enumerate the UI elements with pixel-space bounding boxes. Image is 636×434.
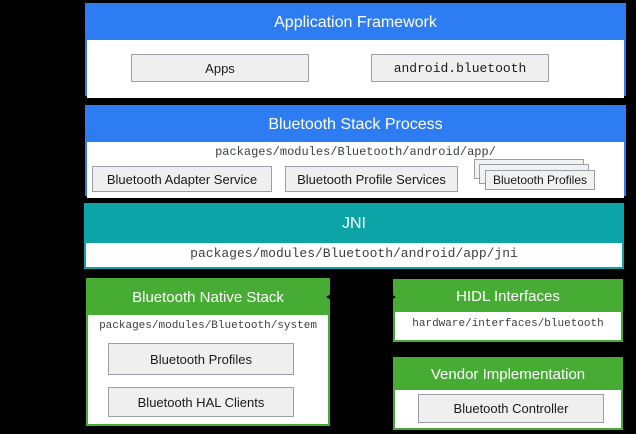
bluetooth-profiles-box: Bluetooth Profiles: [485, 170, 595, 190]
section-bluetooth-native-stack: Bluetooth Native Stack packages/modules/…: [86, 278, 330, 426]
arrow-right-head-icon: [387, 292, 396, 302]
application-framework-title: Application Framework: [274, 13, 437, 31]
hidl-interfaces-body: hardware/interfaces/bluetooth: [395, 312, 621, 340]
jni-path: packages/modules/Bluetooth/android/app/j…: [190, 246, 518, 261]
application-framework-header: Application Framework: [87, 5, 624, 40]
jni-title: JNI: [342, 215, 366, 232]
hidl-interfaces-title: HIDL Interfaces: [456, 288, 560, 305]
arrow-line: [330, 296, 392, 298]
application-framework-body: Apps android.bluetooth: [87, 40, 624, 98]
bluetooth-profiles-stack: Bluetooth Profiles: [474, 159, 606, 195]
bluetooth-stack-process-title: Bluetooth Stack Process: [268, 115, 443, 133]
section-bluetooth-stack-process: Bluetooth Stack Process packages/modules…: [85, 105, 626, 198]
android-bluetooth-box: android.bluetooth: [371, 54, 549, 82]
jni-body: packages/modules/Bluetooth/android/app/j…: [86, 243, 622, 267]
native-stack-path: packages/modules/Bluetooth/system: [99, 320, 317, 332]
bluetooth-stack-process-body: packages/modules/Bluetooth/android/app/ …: [87, 142, 624, 198]
bluetooth-native-stack-title: Bluetooth Native Stack: [132, 289, 284, 306]
section-vendor-implementation: Vendor Implementation Bluetooth Controll…: [393, 357, 623, 430]
bidirectional-arrow: [326, 292, 396, 302]
native-bluetooth-profiles-box: Bluetooth Profiles: [108, 343, 294, 375]
section-application-framework: Application Framework Apps android.bluet…: [85, 3, 626, 98]
bluetooth-native-stack-body: packages/modules/Bluetooth/system Blueto…: [88, 315, 328, 424]
bluetooth-adapter-service-box: Bluetooth Adapter Service: [92, 166, 272, 192]
apps-box: Apps: [131, 54, 309, 82]
vendor-implementation-body: Bluetooth Controller: [395, 390, 621, 428]
bluetooth-controller-box: Bluetooth Controller: [418, 394, 604, 423]
hidl-interfaces-header: HIDL Interfaces: [395, 281, 621, 312]
bluetooth-hal-clients-box: Bluetooth HAL Clients: [108, 387, 294, 417]
bluetooth-native-stack-header: Bluetooth Native Stack: [88, 280, 328, 315]
bluetooth-stack-process-header: Bluetooth Stack Process: [87, 107, 624, 142]
jni-header: JNI: [86, 205, 622, 243]
vendor-implementation-header: Vendor Implementation: [395, 359, 621, 390]
hidl-path: hardware/interfaces/bluetooth: [412, 318, 604, 330]
bluetooth-profile-services-box: Bluetooth Profile Services: [285, 166, 458, 192]
section-jni: JNI packages/modules/Bluetooth/android/a…: [84, 203, 624, 269]
vendor-implementation-title: Vendor Implementation: [430, 366, 586, 383]
stack-process-path: packages/modules/Bluetooth/android/app/: [215, 145, 496, 159]
section-hidl-interfaces: HIDL Interfaces hardware/interfaces/blue…: [393, 279, 623, 342]
